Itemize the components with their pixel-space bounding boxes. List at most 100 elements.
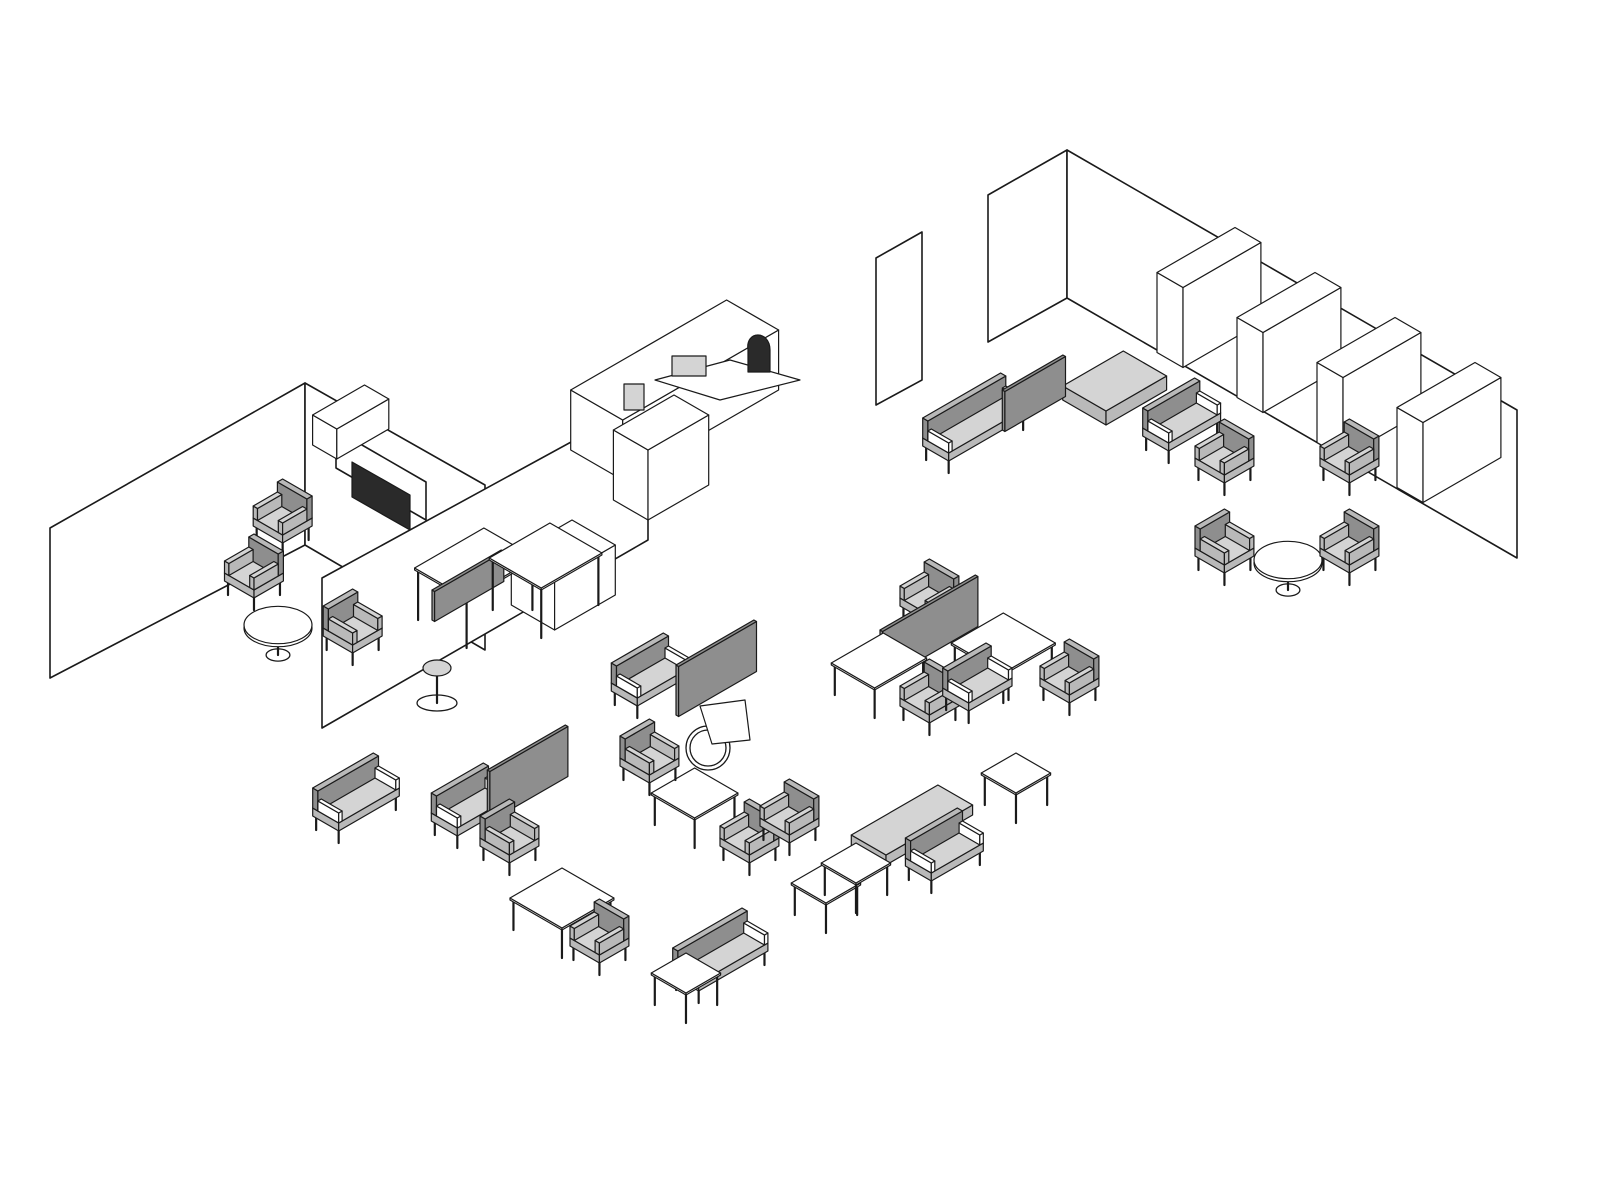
sofa-back — [610, 632, 670, 687]
screen-panel — [431, 549, 505, 623]
chair-arm — [899, 671, 930, 702]
screen-panel — [675, 619, 758, 718]
side-table-c — [980, 752, 1052, 825]
desk-screen — [431, 549, 505, 623]
sofa-arm — [927, 428, 953, 454]
table-top — [830, 632, 928, 691]
sofa-back — [312, 752, 380, 812]
sofa-arm — [909, 848, 936, 874]
bookshelf-4 — [1396, 361, 1502, 504]
tv-screen — [351, 461, 411, 531]
media-chair-3 — [322, 588, 383, 667]
lounge-chair-a — [619, 718, 680, 797]
chair-arm — [1194, 431, 1225, 462]
lounge-chair-f — [1039, 638, 1100, 717]
guest-chair-back — [623, 383, 645, 411]
sofa-back — [942, 642, 992, 692]
library-round-table — [1253, 540, 1323, 597]
library-sofa-a — [922, 372, 1028, 475]
chair-arm — [1039, 651, 1070, 682]
chair-arm — [1219, 445, 1250, 476]
chair-arm — [277, 505, 308, 536]
sofa-arm — [1195, 390, 1222, 416]
task-chair — [747, 334, 771, 373]
library-screen — [1001, 354, 1067, 433]
sofa-back — [430, 762, 490, 817]
library-chair-c — [1194, 508, 1255, 587]
sofa-back — [922, 372, 1007, 442]
sofa-arm — [947, 678, 973, 704]
chair-arm — [1344, 445, 1375, 476]
chair-arm — [594, 925, 625, 956]
library-sofa-b — [1142, 377, 1222, 465]
chair-arm — [252, 491, 283, 522]
drafting-stool — [416, 659, 458, 712]
right-room-short-wall — [987, 149, 1068, 343]
side-table-d — [820, 842, 892, 915]
guest-chair-back — [671, 355, 707, 377]
table-top — [820, 842, 892, 886]
table-top — [650, 952, 722, 996]
lounge-table-a — [650, 767, 739, 850]
chair-arm — [569, 911, 600, 942]
library-chair-b — [1319, 418, 1380, 497]
sofa-arm — [987, 655, 1013, 681]
table-top — [488, 522, 603, 591]
chair-arm — [352, 601, 383, 632]
sofa-arm — [435, 803, 462, 829]
chair-arm — [249, 560, 279, 591]
credenza — [312, 384, 390, 460]
chair-arm — [484, 825, 515, 856]
lounge-sofa-d — [942, 642, 1013, 725]
chair-arm — [223, 546, 254, 577]
chair-arm — [1064, 665, 1095, 696]
chair-arm — [1319, 521, 1350, 552]
sofa-back — [1142, 377, 1201, 432]
wheelchair-seat — [699, 699, 751, 745]
chair-arm — [899, 571, 930, 602]
sofa-arm — [317, 798, 343, 824]
library-chair-d — [1319, 508, 1380, 587]
screen-panel — [1001, 354, 1067, 433]
media-lounge — [312, 384, 427, 531]
sofa-arm — [1147, 418, 1173, 444]
lounge-sofa-a — [312, 752, 400, 845]
chair-arm — [327, 615, 358, 646]
library-chair-a — [1194, 418, 1255, 497]
dining-chair-b — [569, 898, 630, 977]
chair-arm — [509, 811, 540, 842]
bench-sofa-b — [904, 807, 984, 895]
sofa-arm — [743, 920, 769, 946]
chair-arm — [1319, 431, 1350, 462]
bench-desk-2 — [488, 522, 603, 640]
media-chair-1 — [252, 478, 313, 557]
chair-arm — [784, 805, 815, 836]
chair-arm — [759, 791, 790, 822]
sofa-back — [904, 807, 964, 862]
chair-arm — [719, 811, 750, 842]
sofa-arm — [958, 820, 984, 846]
lounge-screen-b — [675, 619, 758, 718]
table-top — [650, 767, 739, 821]
chair-arm — [624, 745, 655, 776]
reception-desk — [570, 299, 801, 521]
sofa-arm — [374, 765, 400, 791]
dining-chair-a — [479, 798, 540, 877]
bookshelf-2 — [1236, 271, 1342, 414]
chair-arm — [1224, 521, 1255, 552]
sofa-back — [672, 907, 748, 972]
chair-arm — [1199, 535, 1230, 566]
wheelchair — [685, 699, 751, 771]
media-chair-2 — [223, 533, 284, 612]
chair-arm — [649, 731, 680, 762]
storage-cabinet — [612, 394, 710, 521]
library-lounge — [1062, 226, 1502, 504]
lounge-screen-a — [486, 724, 569, 823]
media-round-table — [243, 605, 313, 662]
screen-panel — [486, 724, 569, 823]
bookshelf-1 — [1156, 226, 1262, 369]
sofa-arm — [615, 673, 642, 699]
chair-arm — [1344, 535, 1375, 566]
side-table-b — [650, 952, 722, 1025]
